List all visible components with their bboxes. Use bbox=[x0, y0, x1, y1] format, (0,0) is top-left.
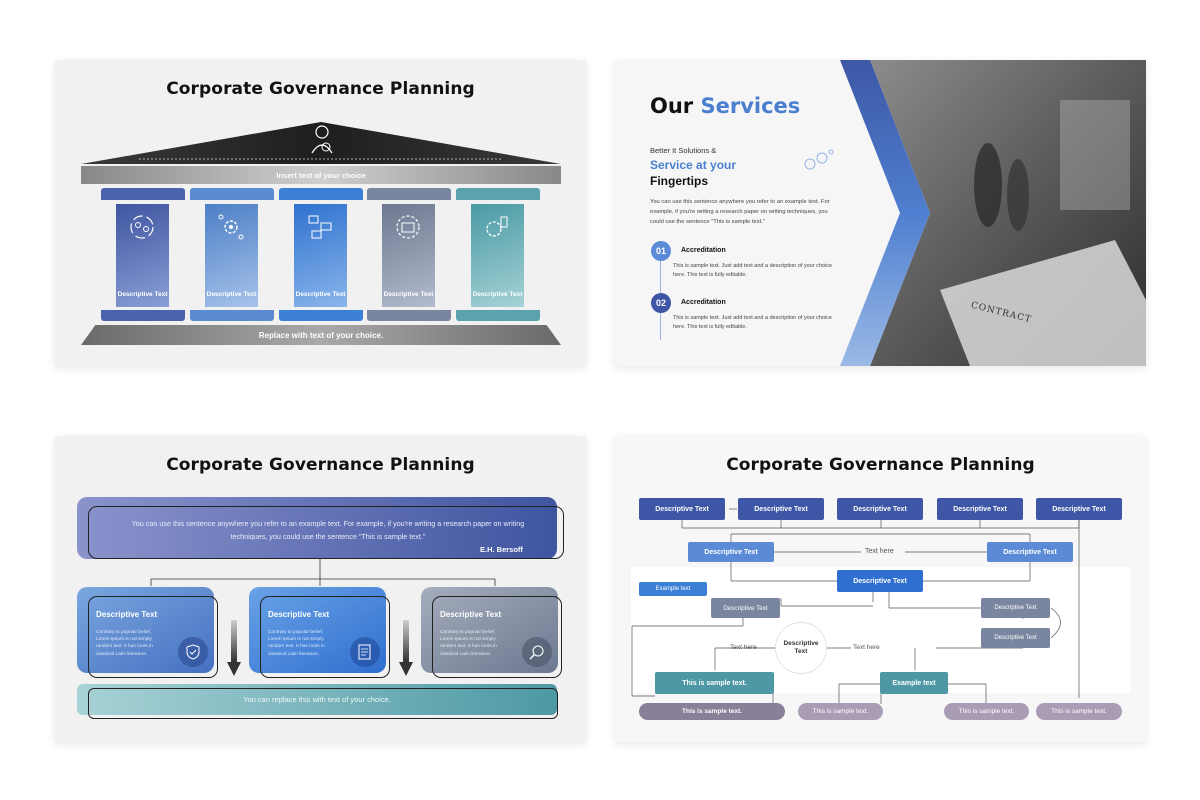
office-photo bbox=[840, 60, 1146, 366]
column-1[interactable]: Descriptive Text bbox=[116, 204, 169, 307]
down-arrow-icon bbox=[399, 620, 413, 681]
card-title: Descriptive Text bbox=[440, 610, 502, 619]
column-base bbox=[190, 310, 274, 321]
document-icon bbox=[350, 637, 380, 667]
title-plain: Our bbox=[650, 94, 701, 118]
center-box[interactable]: Descriptive Text bbox=[837, 570, 923, 592]
column-cap bbox=[367, 188, 451, 200]
roof-beam-text: Insert text of your choice bbox=[276, 170, 366, 180]
circle-text: Descriptive Text bbox=[783, 640, 819, 655]
subtitle-small: Better It Solutions & bbox=[650, 146, 717, 155]
item-heading: Accreditation bbox=[681, 247, 726, 254]
item-heading: Accreditation bbox=[681, 299, 726, 306]
column-2[interactable]: Descriptive Text bbox=[205, 204, 258, 307]
card-title: Descriptive Text bbox=[268, 610, 330, 619]
process-chart-icon bbox=[306, 213, 334, 246]
temple-base[interactable]: Replace with text of your choice. bbox=[81, 325, 561, 345]
item-number: 01 bbox=[651, 241, 671, 261]
services-paragraph: You can use this sentence anywhere you r… bbox=[650, 199, 830, 225]
temple-base-text: Replace with text of your choice. bbox=[258, 330, 384, 340]
top-box-1[interactable]: Descriptive Text bbox=[639, 498, 725, 520]
connector-lines bbox=[150, 559, 496, 586]
teal-left-box[interactable]: This is sample text. bbox=[655, 672, 774, 694]
pill-4[interactable]: This is sample text. bbox=[1036, 703, 1122, 720]
column-cap bbox=[101, 188, 185, 200]
column-base bbox=[101, 310, 185, 321]
info-card[interactable]: Descriptive Text Contrary to popular bel… bbox=[421, 587, 558, 673]
top-box-3[interactable]: Descriptive Text bbox=[837, 498, 923, 520]
pill-2[interactable]: This is sample text. bbox=[798, 703, 883, 720]
text-here-right: Text here bbox=[853, 644, 880, 651]
gear-building-icon bbox=[483, 213, 511, 246]
footer-text: You can replace this with text of your c… bbox=[243, 695, 391, 704]
column-4[interactable]: Descriptive Text bbox=[382, 204, 435, 307]
slide-temple[interactable]: Corporate Governance Planning Insert tex… bbox=[55, 60, 586, 366]
slide-title: Corporate Governance Planning bbox=[166, 79, 475, 99]
center-circle: Descriptive Text bbox=[775, 622, 827, 674]
right-gray-box-1[interactable]: Descriptive Text bbox=[981, 598, 1050, 618]
info-card[interactable]: Descriptive Text Contrary to popular bel… bbox=[249, 587, 386, 673]
column-label: Descriptive Text bbox=[117, 290, 168, 298]
footer-bar[interactable]: You can replace this with text of your c… bbox=[77, 684, 557, 715]
quote-author: E.H. Bersoff bbox=[480, 545, 523, 554]
slide-services[interactable]: Our Services Better It Solutions & Servi… bbox=[615, 60, 1146, 366]
gear-network-icon bbox=[217, 213, 245, 246]
right-gray-box-2[interactable]: Descriptive Text bbox=[981, 628, 1050, 648]
column-label: Descriptive Text bbox=[472, 290, 523, 298]
slide-title: Corporate Governance Planning bbox=[166, 455, 475, 475]
temple-roof bbox=[81, 122, 561, 164]
row2-middle-text: Text here bbox=[865, 548, 894, 555]
card-text: Contrary to popular belief, Lorem Ipsum … bbox=[440, 630, 497, 657]
subtitle-dark: Fingertips bbox=[650, 174, 709, 188]
pill-3[interactable]: This is sample text. bbox=[944, 703, 1029, 720]
column-cap bbox=[456, 188, 540, 200]
item-number: 02 bbox=[651, 293, 671, 313]
pill-1[interactable]: This is sample text. bbox=[639, 703, 785, 720]
column-base bbox=[279, 310, 363, 321]
column-3[interactable]: Descriptive Text bbox=[294, 204, 347, 307]
quote-text: You can use this sentence anywhere you r… bbox=[131, 519, 525, 541]
title-accent: Services bbox=[700, 94, 801, 118]
ideas-icon bbox=[802, 146, 836, 181]
column-label: Descriptive Text bbox=[295, 290, 346, 298]
magnifier-icon bbox=[522, 637, 552, 667]
column-cap bbox=[279, 188, 363, 200]
column-base bbox=[456, 310, 540, 321]
item-text: This is sample text. Just add text and a… bbox=[673, 315, 832, 331]
column-label: Descriptive Text bbox=[206, 290, 257, 298]
slide-flowchart[interactable]: Corporate Governance Planning bbox=[615, 436, 1146, 742]
down-arrow-icon bbox=[227, 620, 241, 681]
briefcase-gear-icon bbox=[394, 213, 422, 246]
column-label: Descriptive Text bbox=[383, 290, 434, 298]
item-text: This is sample text. Just add text and a… bbox=[673, 263, 832, 279]
slide-title: Corporate Governance Planning bbox=[726, 455, 1035, 475]
quote-banner[interactable] bbox=[77, 497, 557, 559]
card-title: Descriptive Text bbox=[96, 610, 158, 619]
recycle-people-icon bbox=[128, 213, 156, 246]
row2-left-box[interactable]: Descriptive Text bbox=[688, 542, 774, 562]
column-5[interactable]: Descriptive Text bbox=[471, 204, 524, 307]
top-box-4[interactable]: Descriptive Text bbox=[937, 498, 1023, 520]
left-gray-box[interactable]: Descriptive Text bbox=[711, 598, 780, 618]
card-text: Contrary to popular belief, Lorem Ipsum … bbox=[96, 630, 153, 657]
row2-right-box[interactable]: Descriptive Text bbox=[987, 542, 1073, 562]
flow-connectors bbox=[631, 508, 1080, 704]
roof-beam[interactable]: Insert text of your choice bbox=[81, 166, 561, 184]
card-text: Contrary to popular belief, Lorem Ipsum … bbox=[268, 630, 325, 657]
top-box-5[interactable]: Descriptive Text bbox=[1036, 498, 1122, 520]
shield-hand-icon bbox=[178, 637, 208, 667]
services-title: Our Services bbox=[650, 94, 800, 118]
column-cap bbox=[190, 188, 274, 200]
manager-icon bbox=[309, 125, 335, 155]
info-card[interactable]: Descriptive Text Contrary to popular bel… bbox=[77, 587, 214, 673]
subtitle-accent: Service at your bbox=[650, 158, 737, 172]
text-here-left: Text here bbox=[730, 644, 757, 651]
teal-right-box[interactable]: Example text bbox=[880, 672, 948, 694]
example-label[interactable]: Example text bbox=[639, 582, 707, 596]
column-base bbox=[367, 310, 451, 321]
slide-quote-cards[interactable]: Corporate Governance Planning You can us… bbox=[55, 436, 586, 742]
top-box-2[interactable]: Descriptive Text bbox=[738, 498, 824, 520]
